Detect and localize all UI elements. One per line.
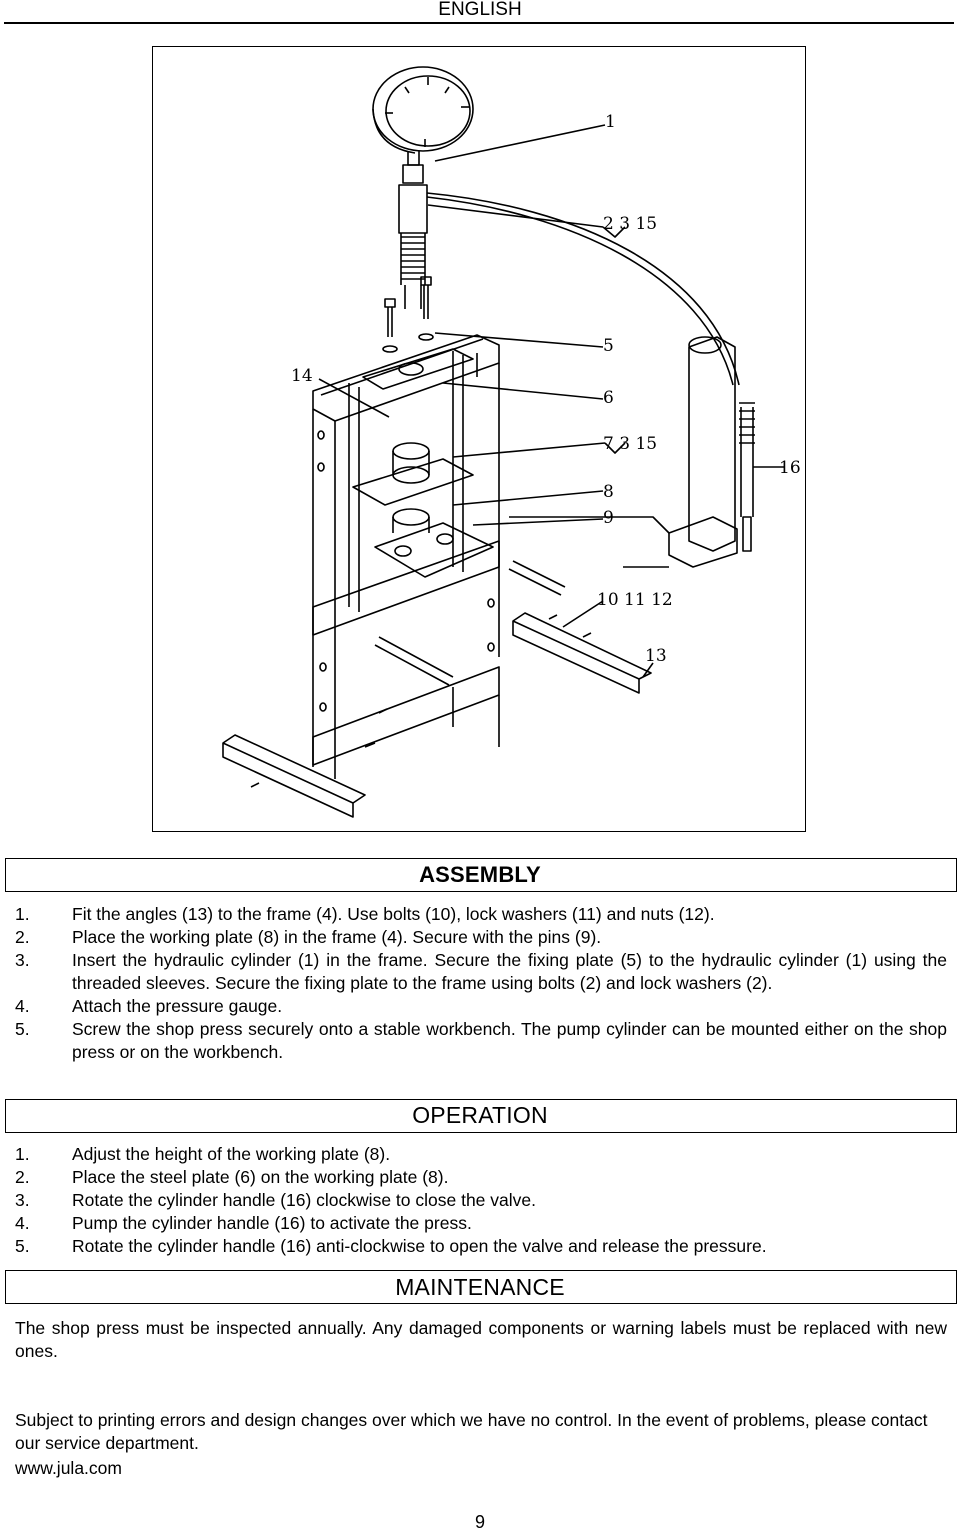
working-plate: [374, 522, 494, 578]
callout-7-3-15: 7 3 15: [603, 434, 657, 454]
assembly-heading: ASSEMBLY: [419, 862, 541, 887]
hydraulic-hose: [426, 192, 740, 386]
callout-9: 9: [603, 508, 614, 528]
operation-step: 5.Rotate the cylinder handle (16) anti-c…: [15, 1236, 767, 1256]
callout-5: 5: [603, 336, 614, 356]
assembly-steps: 1.Fit the angles (13) to the frame (4). …: [15, 903, 947, 1064]
callout-13: 13: [645, 646, 667, 666]
operation-heading: OPERATION: [412, 1102, 548, 1128]
website-link[interactable]: www.jula.com: [15, 1458, 122, 1478]
maintenance-text: The shop press must be inspected annuall…: [15, 1318, 947, 1361]
page-number: 9: [474, 1512, 485, 1532]
header-divider: [4, 22, 954, 24]
shop-press-drawing: 1 2 3 15 5 6 7 3 15 8 9 10 11 12 13 14 1…: [222, 66, 801, 818]
callout-2-3-15: 2 3 15: [603, 214, 657, 234]
callout-1: 1: [605, 112, 616, 132]
assembly-step: 4.Attach the pressure gauge.: [15, 996, 283, 1016]
angle-bracket-left: [222, 734, 366, 818]
operation-step: 2.Place the steel plate (6) on the worki…: [15, 1167, 449, 1187]
assembly-heading-box: [5, 858, 957, 892]
pump-cylinder: [688, 336, 736, 552]
assembly-step: 3.Insert the hydraulic cylinder (1) in t…: [15, 950, 947, 993]
operation-heading-box: [5, 1099, 957, 1133]
assembly-step: 2.Place the working plate (8) in the fra…: [15, 927, 602, 947]
press-frame: [312, 334, 500, 422]
pressure-gauge: [372, 66, 474, 152]
disclaimer-text: Subject to printing errors and design ch…: [15, 1410, 928, 1453]
callout-14: 14: [291, 366, 313, 386]
assembly-step: 5.Screw the shop press securely onto a s…: [15, 1019, 947, 1062]
maintenance-heading: MAINTENANCE: [395, 1274, 565, 1300]
operation-step: 3.Rotate the cylinder handle (16) clockw…: [15, 1190, 536, 1210]
pin: [508, 560, 566, 596]
maintenance-heading-box: [5, 1270, 957, 1304]
page-header-language: ENGLISH: [438, 0, 522, 20]
angle-bracket-right: [512, 612, 652, 694]
callout-8: 8: [603, 482, 614, 502]
assembly-diagram: 1 2 3 15 5 6 7 3 15 8 9 10 11 12 13 14 1…: [152, 46, 806, 832]
assembly-step: 1.Fit the angles (13) to the frame (4). …: [15, 904, 715, 924]
callout-10-11-12: 10 11 12: [597, 590, 673, 610]
callout-6: 6: [603, 388, 614, 408]
operation-step: 4.Pump the cylinder handle (16) to activ…: [15, 1213, 472, 1233]
callout-16: 16: [779, 458, 801, 478]
operation-step: 1.Adjust the height of the working plate…: [15, 1144, 391, 1164]
operation-steps: 1.Adjust the height of the working plate…: [15, 1143, 947, 1258]
